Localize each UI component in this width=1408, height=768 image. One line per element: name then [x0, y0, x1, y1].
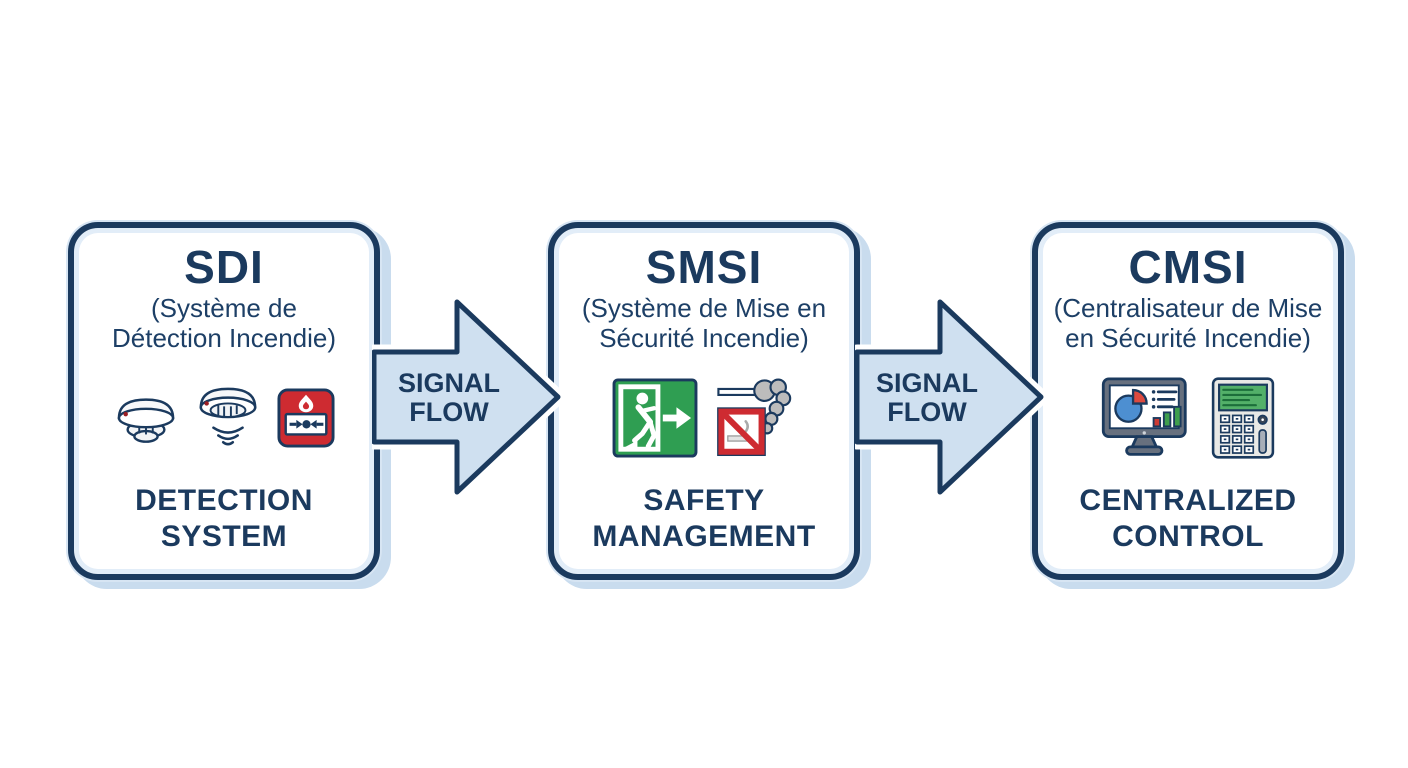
cmsi-icon-row [1101, 377, 1275, 459]
cmsi-subtitle-line2: en Sécurité Incendie) [1065, 323, 1311, 354]
smsi-subtitle-line2: Sécurité Incendie) [599, 323, 809, 354]
signal-flow-arrow-1 [372, 298, 562, 498]
sdi-subtitle-line2: Détection Incendie) [111, 323, 337, 354]
smsi-icon-row [611, 377, 797, 459]
dashboard-monitor-icon [1101, 377, 1195, 459]
smsi-label-line1: SAFETY [643, 484, 765, 518]
sdi-title: SDI [184, 241, 264, 293]
sdi-label: DETECTION SYSTEM [135, 483, 313, 554]
signal-flow-arrow-2 [855, 298, 1045, 498]
smsi-title: SMSI [645, 241, 763, 293]
control-panel-icon [1211, 377, 1275, 459]
smoke-detector-icon [113, 389, 179, 447]
signal-flow-label-1-line1: SIGNAL [397, 368, 500, 398]
smsi-label-line2: MANAGEMENT [592, 519, 816, 553]
smsi-box: SMSI (Système de Mise en Sécurité Incend… [548, 222, 860, 580]
sdi-box: SDI (Système de Détection Incendie) [68, 222, 380, 580]
sdi-label-line1: DETECTION [135, 484, 313, 518]
sdi-label-line2: SYSTEM [160, 519, 288, 553]
signal-flow-label-2: SIGNAL FLOW [852, 368, 1002, 428]
sdi-subtitle-line1: (Système de [151, 293, 297, 323]
cmsi-subtitle-line1: (Centralisateur de Mise [1053, 293, 1323, 323]
smsi-subtitle: (Système de Mise en Sécurité Incendie) [582, 293, 826, 353]
smoke-extraction-icon [715, 376, 797, 460]
smoke-detector-alarm-icon [195, 382, 261, 454]
cmsi-box: CMSI (Centralisateur de Mise en Sécurité… [1032, 222, 1344, 580]
emergency-exit-icon [611, 378, 699, 458]
smsi-subtitle-line1: (Système de Mise en [581, 293, 827, 323]
signal-flow-label-2-line1: SIGNAL [875, 368, 978, 398]
cmsi-label-line2: CONTROL [1112, 519, 1264, 553]
signal-flow-label-1: SIGNAL FLOW [374, 368, 524, 428]
cmsi-title: CMSI [1128, 241, 1248, 293]
sdi-icon-row [113, 377, 335, 459]
cmsi-label: CENTRALIZED CONTROL [1079, 483, 1296, 554]
manual-call-point-icon [277, 388, 335, 448]
signal-flow-label-2-line2: FLOW [887, 397, 967, 428]
sdi-subtitle: (Système de Détection Incendie) [112, 293, 336, 353]
cmsi-subtitle: (Centralisateur de Mise en Sécurité Ince… [1054, 293, 1323, 353]
smsi-label: SAFETY MANAGEMENT [592, 483, 815, 554]
signal-flow-label-1-line2: FLOW [409, 397, 489, 428]
cmsi-label-line1: CENTRALIZED [1079, 484, 1297, 518]
